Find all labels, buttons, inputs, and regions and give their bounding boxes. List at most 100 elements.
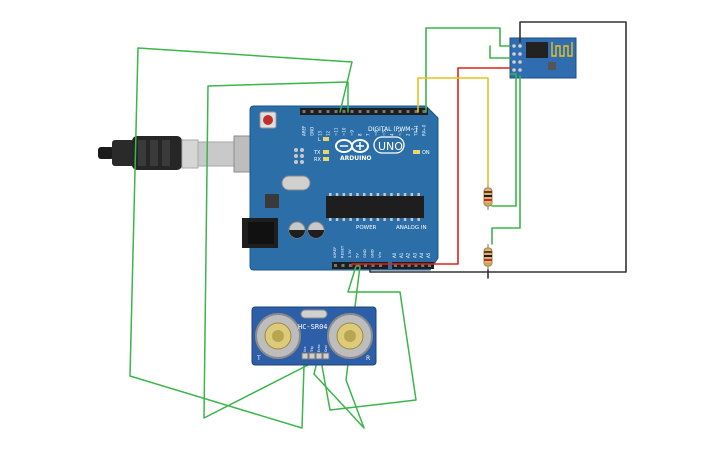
esp-antenna [551,42,573,57]
wire-green-esp-d[interactable] [491,73,517,207]
uno-label: UNO [378,140,403,153]
esp8266-wifi-module[interactable] [509,37,577,79]
sensor-pin-label: Vcc [303,346,307,352]
chip-leg [363,218,366,221]
wire-yellow[interactable] [417,77,489,185]
arduino-brand: ARDUINO [340,155,371,162]
power-pin[interactable] [356,264,360,267]
analog-pin[interactable] [414,264,418,267]
digital-pin-label: ~5 [382,130,387,136]
digital-pin[interactable] [414,110,418,113]
wire-black-esp[interactable] [369,21,627,273]
digital-pin-label: 8 [358,133,363,136]
wire-green-esp-b[interactable] [489,45,511,59]
wire-green-loop-inner[interactable] [203,81,349,419]
power-pin-label: Vin [377,251,382,258]
atmega-chip [326,196,424,218]
sensor-pin-label: Echo [317,344,321,352]
digital-pin[interactable] [358,110,362,113]
chip-leg [417,193,420,196]
analog-pin[interactable] [407,264,411,267]
analog-pin[interactable] [400,264,404,267]
power-pin-label: GND [362,249,367,258]
led-l [323,137,329,141]
digital-pin-label: ~9 [350,130,355,136]
digital-label: DIGITAL (PWM~) [368,126,418,133]
analog-pin-label: A0 [392,252,397,258]
digital-pin[interactable] [390,110,394,113]
analog-header [392,262,434,269]
on-label: ON [422,150,430,156]
digital-pin-label: ~6 [374,130,379,136]
chip-leg [329,193,332,196]
chip-leg [390,218,393,221]
power-pin[interactable] [341,264,345,267]
wire-green-loop-right[interactable] [321,265,417,411]
chip-leg [397,218,400,221]
chip-leg [376,193,380,196]
crystal [281,175,311,191]
power-pin[interactable] [334,264,337,267]
digital-pin[interactable] [350,110,354,113]
digital-pin[interactable] [318,110,322,113]
analog-pin[interactable] [394,264,397,267]
digital-pin[interactable] [398,110,402,113]
digital-pin-label: 4 [390,133,395,136]
resistor-1[interactable] [483,184,493,210]
digital-pin-label: RX←0 [422,124,427,136]
power-label: POWER [356,225,377,231]
analog-pin-label: A4 [419,252,424,258]
chip-leg [369,193,373,196]
chip-leg [383,193,386,196]
bottom-pin-dots [334,264,431,267]
chip-leg [403,218,407,221]
digital-pin[interactable] [382,110,386,113]
wire-green-esp-a[interactable] [425,27,511,113]
chip-leg [369,218,373,221]
power-pin[interactable] [379,264,382,267]
power-pin[interactable] [364,264,367,267]
digital-pin-label: TX→1 [414,124,419,137]
analog-pin-label: A1 [399,252,404,258]
chip-leg [342,218,346,221]
chip-leg [356,193,359,196]
digital-pin[interactable] [310,110,314,113]
digital-pin[interactable] [422,110,426,113]
power-pin[interactable] [371,264,375,267]
uno-badge [373,136,405,154]
resistor-2[interactable] [483,244,493,270]
digital-pin[interactable] [406,110,410,113]
digital-pin[interactable] [374,110,378,113]
analog-pin[interactable] [421,264,425,267]
digital-pin-label: 7 [366,133,371,136]
wires [129,21,627,429]
chip-leg [356,218,359,221]
led-l-label: L [318,137,321,143]
digital-pin-label: ~11 [334,127,339,136]
analog-pin-label: A2 [406,252,411,258]
analog-pin-label: A5 [426,252,431,258]
wire-red-esp[interactable] [351,67,511,267]
wire-green-loop-left[interactable] [129,47,353,429]
sensor-model: HC-SR04 [298,323,328,331]
chip-leg [410,218,414,221]
digital-pin[interactable] [342,110,346,113]
sensor-pin-label: Gnd [324,345,328,352]
analog-pin[interactable] [428,264,431,267]
icsp-header [294,148,304,164]
power-pin[interactable] [349,264,352,267]
chip-leg [410,193,414,196]
digital-pin[interactable] [366,110,370,113]
power-pin-label: 3.3V [347,249,352,258]
wire-green-esp-c[interactable] [491,75,521,245]
sensor-right-mark: R [366,355,370,362]
digital-pin[interactable] [334,110,338,113]
digital-pin[interactable] [302,110,306,113]
digital-pin[interactable] [326,110,330,113]
digital-pin-dots [302,110,426,113]
